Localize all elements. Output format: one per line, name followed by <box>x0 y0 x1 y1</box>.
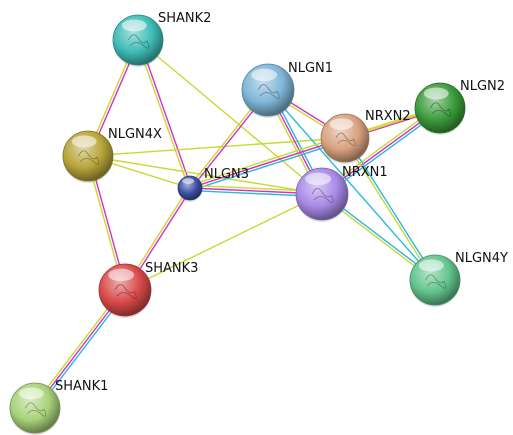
node-label: NLGN3 <box>204 167 249 182</box>
node-shank3[interactable]: SHANK3 <box>98 261 198 318</box>
protein-structure-icon <box>114 284 137 299</box>
protein-structure-icon <box>425 274 447 289</box>
evidence-line <box>87 137 346 157</box>
node-highlight <box>121 19 147 32</box>
evidence-line <box>137 39 323 195</box>
evidence-line <box>190 139 347 192</box>
node-highlight <box>329 118 354 130</box>
node-label: NRXN2 <box>365 109 411 124</box>
node-nlgn3[interactable]: NLGN3 <box>177 167 249 202</box>
edge-shank2-nlgn3 <box>136 39 192 189</box>
evidence-line <box>343 138 435 282</box>
node-label: SHANK2 <box>158 11 211 26</box>
edge-nlgn4x-nrxn2 <box>87 137 346 157</box>
edge-nlgn1-nlgn4y <box>267 89 436 281</box>
node-nrxn2[interactable]: NRXN2 <box>320 109 411 164</box>
edge-nrxn1-shank3 <box>124 193 323 291</box>
edge-nlgn4x-nrxn1 <box>87 155 323 195</box>
node-highlight <box>251 68 278 82</box>
evidence-line <box>138 39 192 188</box>
edge-nrxn2-nlgn4y <box>343 136 437 282</box>
evidence-line <box>124 193 323 291</box>
protein-structure-icon <box>430 102 452 117</box>
node-highlight <box>418 259 444 272</box>
node-nrxn1[interactable]: NRXN1 <box>295 165 388 222</box>
node-label: NRXN1 <box>342 165 388 180</box>
evidence-line <box>189 137 346 189</box>
protein-structure-icon <box>335 132 356 147</box>
node-label: NLGN2 <box>460 79 505 94</box>
node-shank1[interactable]: SHANK1 <box>9 379 108 435</box>
node-label: SHANK3 <box>145 261 198 276</box>
protein-structure-icon <box>78 150 100 165</box>
node-highlight <box>71 135 97 148</box>
node-highlight <box>423 87 449 100</box>
node-nlgn2[interactable]: NLGN2 <box>414 79 505 135</box>
node-nlgn1[interactable]: NLGN1 <box>241 61 333 118</box>
node-label: NLGN1 <box>288 61 333 76</box>
protein-structure-icon <box>25 402 47 417</box>
node-label: NLGN4X <box>108 127 162 142</box>
node-highlight <box>18 387 44 400</box>
node-highlight <box>182 178 195 184</box>
network-edges <box>32 39 442 411</box>
evidence-line <box>136 40 190 189</box>
node-label: NLGN4Y <box>455 251 508 266</box>
evidence-line <box>267 89 436 281</box>
node-label: SHANK1 <box>55 379 108 394</box>
node-shank2[interactable]: SHANK2 <box>112 11 211 67</box>
evidence-line <box>87 155 323 195</box>
evidence-line <box>345 136 437 280</box>
evidence-line <box>188 134 345 187</box>
protein-structure-icon <box>128 34 150 49</box>
edge-shank2-nrxn1 <box>137 39 323 195</box>
node-nlgn4x[interactable]: NLGN4X <box>62 127 162 183</box>
protein-structure-icon <box>311 188 334 203</box>
node-highlight <box>108 268 135 282</box>
edge-nrxn2-nlgn3 <box>188 134 347 192</box>
node-highlight <box>305 172 332 186</box>
node-nlgn4y[interactable]: NLGN4Y <box>409 251 508 307</box>
protein-structure-icon <box>257 84 280 99</box>
